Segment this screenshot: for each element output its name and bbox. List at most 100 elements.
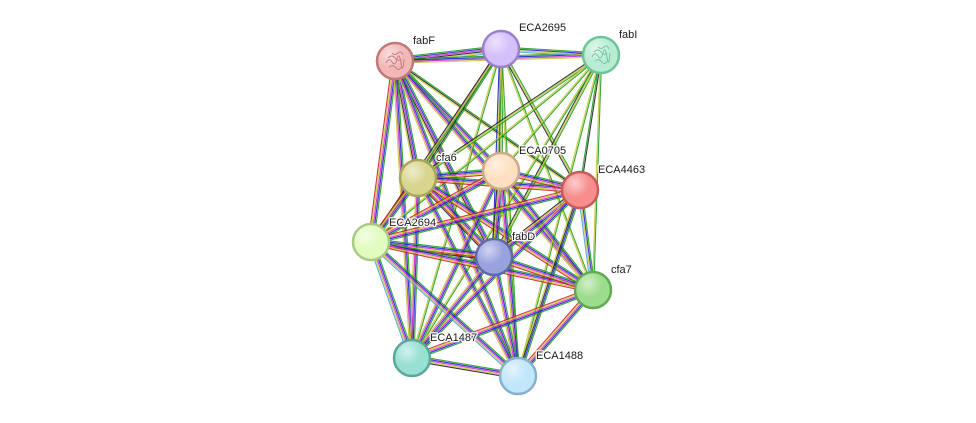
edge-evidence-line (394, 60, 581, 191)
edge-evidence-line (370, 241, 519, 377)
node-highlight (584, 38, 618, 72)
edge-evidence-line (410, 170, 501, 358)
edge-fabI-ECA0705[interactable] (500, 54, 602, 172)
node-label: ECA1487 (430, 332, 477, 344)
edge-evidence-line (500, 171, 593, 291)
edge-evidence-line (418, 55, 603, 180)
node-label: ECA1488 (536, 350, 583, 362)
edge-evidence-line (500, 48, 581, 191)
node-highlight (395, 341, 429, 375)
node-highlight (378, 44, 412, 78)
edge-evidence-line (416, 178, 518, 377)
edge-evidence-line (416, 53, 601, 178)
node-label: fabI (619, 29, 637, 41)
edge-evidence-line (410, 286, 593, 356)
node-ECA1488[interactable]: ECA1488 (498, 349, 584, 396)
edge-cfa6-ECA1487[interactable] (409, 177, 421, 359)
edge-evidence-line (410, 255, 493, 358)
edge-evidence-line (371, 240, 520, 376)
edge-evidence-line (412, 257, 495, 359)
edge-evidence-line (580, 55, 603, 191)
edge-evidence-line (370, 188, 580, 242)
edge-evidence-line (367, 60, 393, 242)
edge-fabF-ECA2694[interactable] (367, 60, 399, 243)
node-fabF[interactable]: fabF (375, 34, 437, 81)
node-layer: fabF ECA2695 fabI cfa6 ECA0705 ECA4463ECA2694… (351, 21, 646, 396)
edge-evidence-line (370, 169, 501, 242)
edge-ECA2695-cfa7[interactable] (499, 48, 595, 291)
edge-fabI-cfa6[interactable] (416, 53, 603, 180)
edge-fabI-ECA4463[interactable] (578, 54, 603, 191)
node-highlight (354, 225, 388, 259)
edge-ECA0705-cfa7[interactable] (498, 169, 596, 292)
edge-evidence-line (419, 49, 504, 180)
node-ECA4463[interactable]: ECA4463 (560, 163, 646, 210)
edge-fabI-cfa7[interactable] (591, 54, 603, 291)
node-label: cfa7 (611, 264, 632, 276)
edge-evidence-line (369, 168, 500, 241)
protein-structure-icon (591, 45, 611, 65)
edge-evidence-line (499, 49, 593, 291)
edge-evidence-line (492, 54, 601, 257)
node-highlight (576, 273, 610, 307)
edge-fabF-ECA1487[interactable] (392, 60, 415, 359)
edge-evidence-line (371, 241, 414, 358)
node-label: ECA2695 (519, 22, 566, 34)
edge-evidence-line (370, 170, 502, 243)
edge-evidence-line (373, 61, 399, 243)
edge-evidence-line (518, 55, 603, 377)
protein-structure-icon (385, 51, 405, 71)
edge-ECA2694-ECA1488[interactable] (368, 239, 521, 379)
edge-evidence-line (395, 60, 414, 358)
edge-fabD-ECA1488[interactable] (491, 256, 521, 377)
edge-fabI-ECA2694[interactable] (370, 54, 602, 243)
edge-evidence-line (371, 61, 397, 243)
edge-fabF-ECA4463[interactable] (393, 59, 582, 192)
edge-ECA0705-ECA1487[interactable] (409, 169, 504, 360)
edge-evidence-line (369, 60, 395, 242)
edge-fabD-ECA1487[interactable] (410, 255, 496, 360)
edge-evidence-line (396, 59, 503, 170)
node-highlight (477, 240, 511, 274)
edge-evidence-line (393, 61, 580, 192)
edge-evidence-line (412, 171, 503, 359)
edge-evidence-line (419, 176, 521, 376)
edge-evidence-line (501, 170, 594, 290)
edge-evidence-line (372, 172, 503, 245)
edge-evidence-line (396, 59, 497, 257)
edge-evidence-line (367, 242, 410, 360)
edge-evidence-line (411, 289, 594, 359)
node-ECA2695[interactable]: ECA2695 (481, 21, 567, 69)
node-ECA1487[interactable]: ECA1487 (392, 331, 478, 378)
node-label: ECA2694 (389, 217, 436, 229)
edge-evidence-line (370, 241, 413, 359)
node-fabI[interactable]: fabI (581, 28, 639, 75)
node-label: cfa6 (436, 152, 457, 164)
edge-fabI-ECA1488[interactable] (516, 54, 603, 377)
edge-layer (367, 45, 603, 380)
node-ECA2694[interactable]: ECA2694 (351, 216, 437, 262)
edge-evidence-line (370, 186, 580, 240)
node-label: ECA4463 (598, 164, 645, 176)
edge-ECA0705-ECA2694[interactable] (369, 168, 503, 245)
node-highlight (484, 154, 518, 188)
edge-ECA2695-ECA4463[interactable] (499, 48, 582, 191)
node-cfa7[interactable]: cfa7 (573, 263, 633, 310)
edge-evidence-line (370, 54, 601, 242)
edge-ECA2694-ECA1487[interactable] (367, 240, 416, 360)
node-label: fabF (413, 35, 435, 47)
edge-evidence-line (498, 171, 592, 292)
edge-fabI-fabD[interactable] (492, 54, 603, 258)
edge-evidence-line (372, 239, 521, 375)
edge-evidence-line (501, 55, 602, 172)
edge-ECA4463-ECA2694[interactable] (370, 186, 581, 246)
edge-evidence-line (516, 54, 601, 376)
edge-cfa7-ECA1487[interactable] (410, 286, 595, 362)
edge-evidence-line (371, 171, 502, 244)
node-ECA0705[interactable]: ECA0705 (481, 144, 567, 191)
edge-evidence-line (500, 54, 601, 171)
node-fabD[interactable]: fabD (474, 230, 537, 277)
edge-evidence-line (411, 256, 494, 358)
node-cfa6[interactable]: cfa6 (398, 151, 458, 198)
